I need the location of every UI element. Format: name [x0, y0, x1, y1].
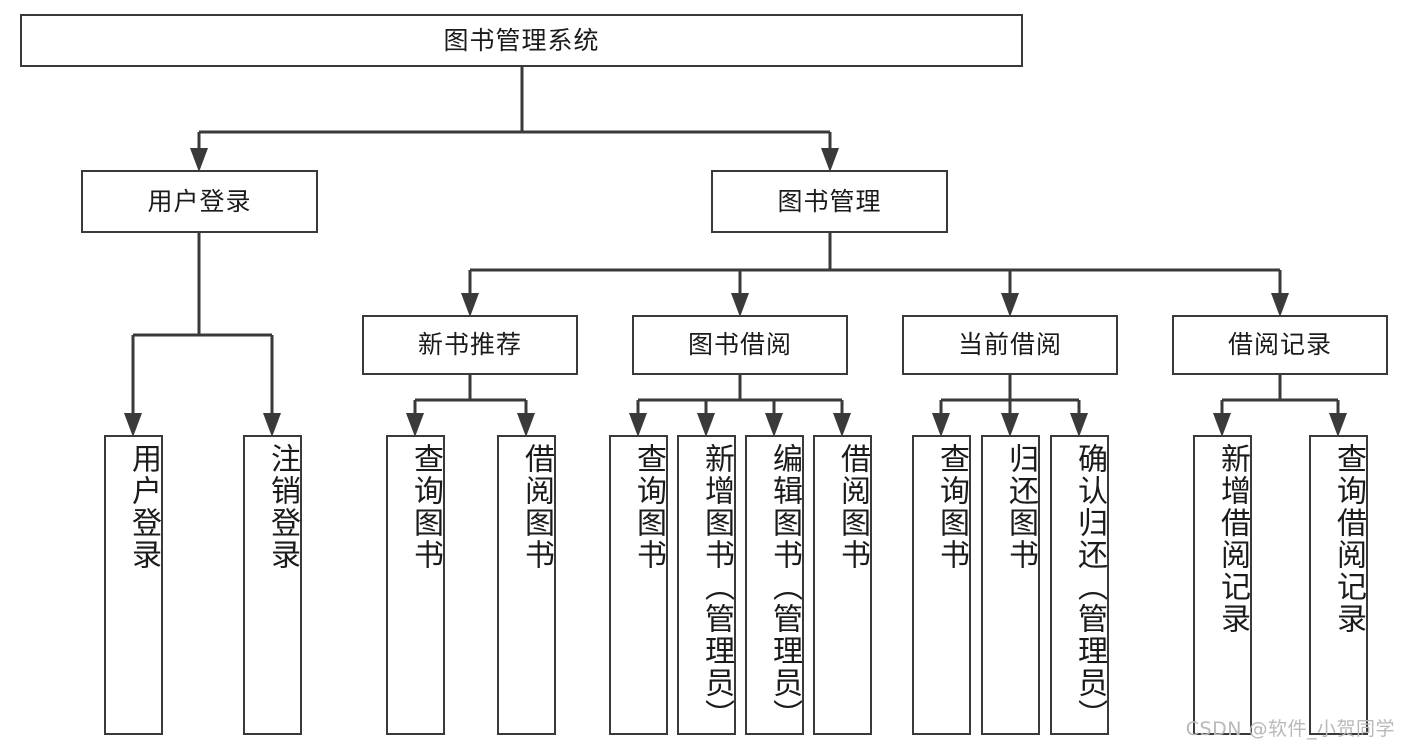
- leaf-user-login[interactable]: 用户登录: [104, 435, 163, 735]
- node-label: 查询借阅记录: [1331, 443, 1366, 635]
- node-borrow-records[interactable]: 借阅记录: [1172, 315, 1388, 375]
- node-label: 借阅图书: [835, 443, 870, 571]
- node-label: 借阅图书: [519, 443, 554, 571]
- leaf-edit-book-admin[interactable]: 编辑图书（管理员）: [745, 435, 804, 735]
- node-user-login[interactable]: 用户登录: [81, 170, 318, 233]
- leaf-query-books-new[interactable]: 查询图书: [386, 435, 445, 735]
- leaf-return-books[interactable]: 归还图书: [981, 435, 1040, 735]
- node-new-book-recommend[interactable]: 新书推荐: [362, 315, 578, 375]
- leaf-logout[interactable]: 注销登录: [243, 435, 302, 735]
- node-label: 借阅记录: [1227, 330, 1332, 360]
- node-label: 新增图书（管理员）: [699, 443, 734, 731]
- leaf-confirm-return-admin[interactable]: 确认归还（管理员）: [1050, 435, 1109, 735]
- leaf-query-books-borrow[interactable]: 查询图书: [609, 435, 668, 735]
- node-label: 图书管理系统: [443, 25, 600, 55]
- csdn-watermark: CSDN @软件_小贺同学: [1185, 718, 1395, 740]
- node-label: 图书借阅: [687, 330, 792, 360]
- leaf-add-book-admin[interactable]: 新增图书（管理员）: [677, 435, 736, 735]
- node-book-borrow[interactable]: 图书借阅: [632, 315, 848, 375]
- node-label: 查询图书: [408, 443, 443, 571]
- node-label: 查询图书: [631, 443, 666, 571]
- node-current-borrow[interactable]: 当前借阅: [902, 315, 1118, 375]
- node-label: 用户登录: [147, 186, 252, 216]
- leaf-borrow-books-new[interactable]: 借阅图书: [497, 435, 556, 735]
- leaf-query-borrow-record[interactable]: 查询借阅记录: [1309, 435, 1368, 735]
- node-label: 确认归还（管理员）: [1072, 443, 1107, 731]
- node-label: 图书管理: [777, 186, 882, 216]
- node-label: 注销登录: [265, 443, 300, 571]
- node-label: 用户登录: [126, 443, 161, 571]
- node-label: 当前借阅: [957, 330, 1062, 360]
- leaf-borrow-books[interactable]: 借阅图书: [813, 435, 872, 735]
- node-label: 查询图书: [934, 443, 969, 571]
- node-label: 归还图书: [1003, 443, 1038, 571]
- node-label: 编辑图书（管理员）: [767, 443, 802, 731]
- node-book-management[interactable]: 图书管理: [711, 170, 948, 233]
- leaf-query-books-current[interactable]: 查询图书: [912, 435, 971, 735]
- leaf-add-borrow-record[interactable]: 新增借阅记录: [1193, 435, 1252, 735]
- node-label: 新增借阅记录: [1215, 443, 1250, 635]
- node-label: 新书推荐: [417, 330, 522, 360]
- node-root-system[interactable]: 图书管理系统: [20, 14, 1023, 67]
